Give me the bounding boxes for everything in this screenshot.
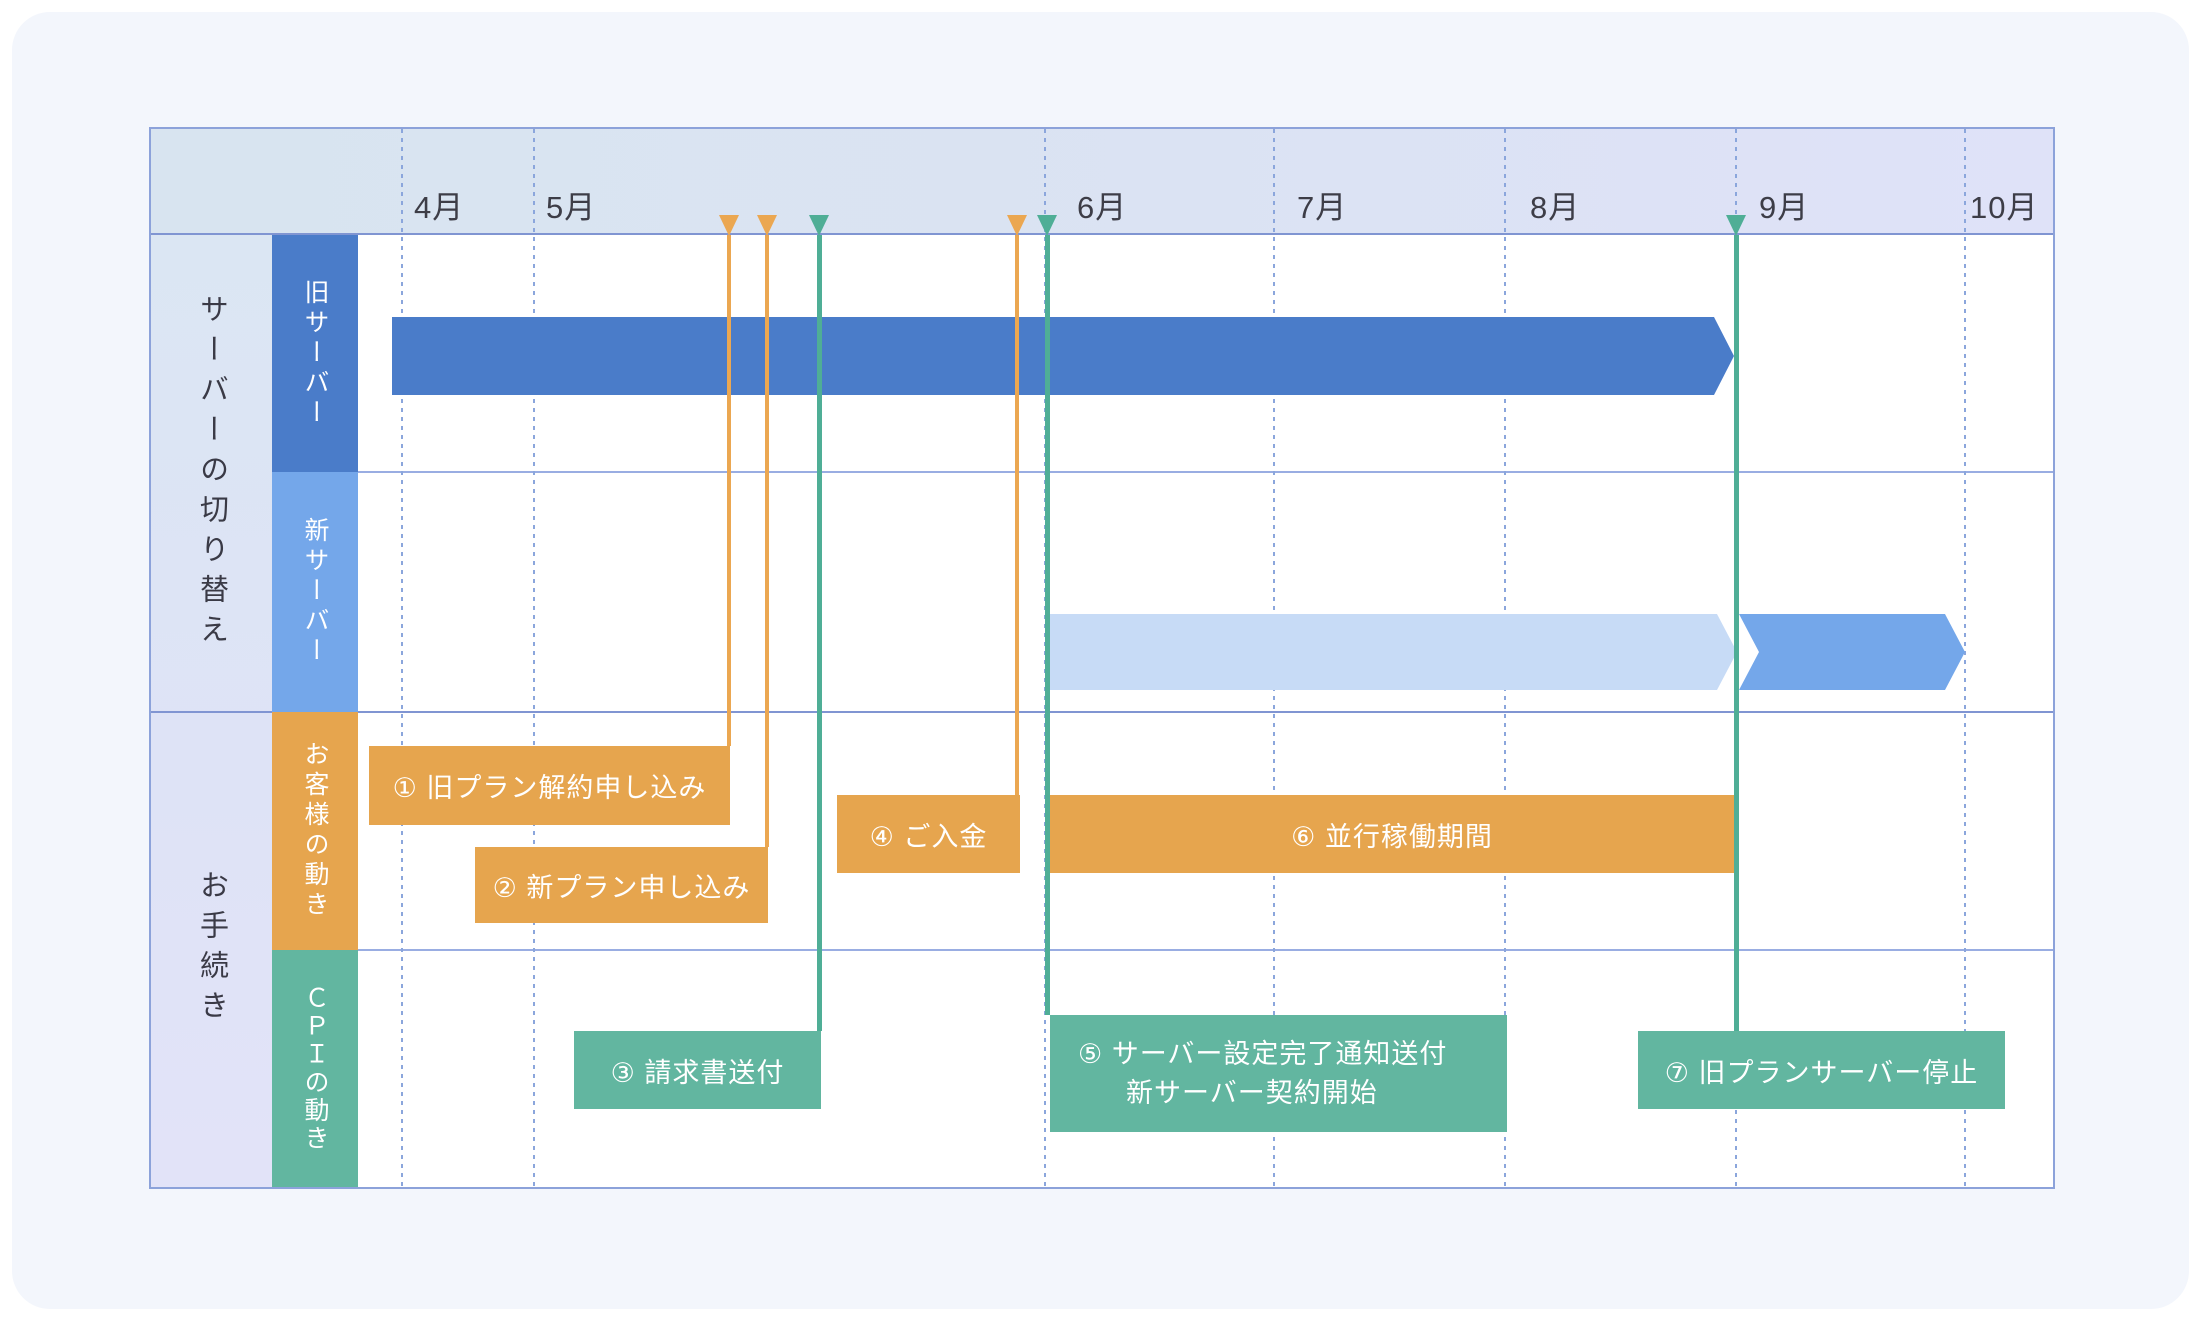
month-label-september: 9月 bbox=[1759, 190, 1810, 225]
month-label-june: 6月 bbox=[1077, 190, 1128, 225]
month-label-august: 8月 bbox=[1530, 190, 1581, 225]
milestone-line-2 bbox=[765, 235, 769, 847]
event-bar-5-line2: 新サーバー契約開始 bbox=[1126, 1077, 1378, 1108]
month-label-april: 4月 bbox=[414, 190, 465, 225]
group-label-procedures: お手続き bbox=[195, 869, 228, 1030]
lane-label-cpi: ＣＰＩの動き bbox=[272, 950, 358, 1187]
month-label-may: 5月 bbox=[546, 190, 597, 225]
event-bar-1-cancel-old-plan: ① 旧プラン解約申し込み bbox=[369, 746, 730, 825]
lane-label-customer: お客様の動き bbox=[272, 712, 358, 950]
event-bar-7-old-server-stop: ⑦ 旧プランサーバー停止 bbox=[1638, 1031, 2005, 1109]
row-divider bbox=[272, 949, 2053, 951]
group-divider bbox=[151, 711, 2053, 713]
down-triangle-icon bbox=[757, 215, 777, 236]
lane-label-new-server: 新サーバー bbox=[272, 472, 358, 712]
month-gridline bbox=[401, 129, 403, 1187]
milestone-line-3 bbox=[817, 235, 822, 1031]
milestone-line-5 bbox=[1045, 235, 1050, 1015]
new-server-setup-bar bbox=[1050, 614, 1737, 690]
event-bar-2-apply-new-plan: ② 新プラン申し込み bbox=[475, 847, 768, 923]
down-triangle-icon bbox=[809, 215, 829, 236]
schedule-table: 4月 5月 6月 7月 8月 9月 10月 サーバーの切り替え お手続き 旧サー… bbox=[149, 127, 2055, 1189]
group-label-server-switch: サーバーの切り替え bbox=[195, 293, 228, 654]
down-triangle-icon bbox=[719, 215, 739, 236]
down-triangle-icon bbox=[1037, 215, 1057, 236]
new-server-live-bar bbox=[1739, 614, 1965, 690]
event-bar-5-line1: ⑤ サーバー設定完了通知送付 bbox=[1078, 1038, 1448, 1069]
lane-label-old-server: 旧サーバー bbox=[272, 235, 358, 472]
event-bar-6-parallel-operation: ⑥ 並行稼働期間 bbox=[1050, 795, 1734, 873]
event-bar-4-payment: ④ ご入金 bbox=[837, 795, 1020, 873]
old-server-period-bar bbox=[392, 317, 1734, 395]
month-gridline bbox=[1964, 129, 1966, 1187]
milestone-line-1 bbox=[727, 235, 731, 746]
down-triangle-icon bbox=[1007, 215, 1027, 236]
event-bar-5-setup-complete: ⑤ サーバー設定完了通知送付 新サーバー契約開始 bbox=[1050, 1015, 1507, 1132]
milestone-line-6 bbox=[1734, 235, 1739, 1031]
month-label-july: 7月 bbox=[1297, 190, 1348, 225]
month-gridline bbox=[533, 129, 535, 1187]
schedule-table-inner: 4月 5月 6月 7月 8月 9月 10月 サーバーの切り替え お手続き 旧サー… bbox=[151, 129, 2053, 1187]
row-divider bbox=[272, 471, 2053, 473]
event-bar-3-invoice-sent: ③ 請求書送付 bbox=[574, 1031, 821, 1109]
milestone-line-4 bbox=[1015, 235, 1019, 795]
down-triangle-icon bbox=[1726, 215, 1746, 236]
month-label-october: 10月 bbox=[1970, 190, 2039, 225]
